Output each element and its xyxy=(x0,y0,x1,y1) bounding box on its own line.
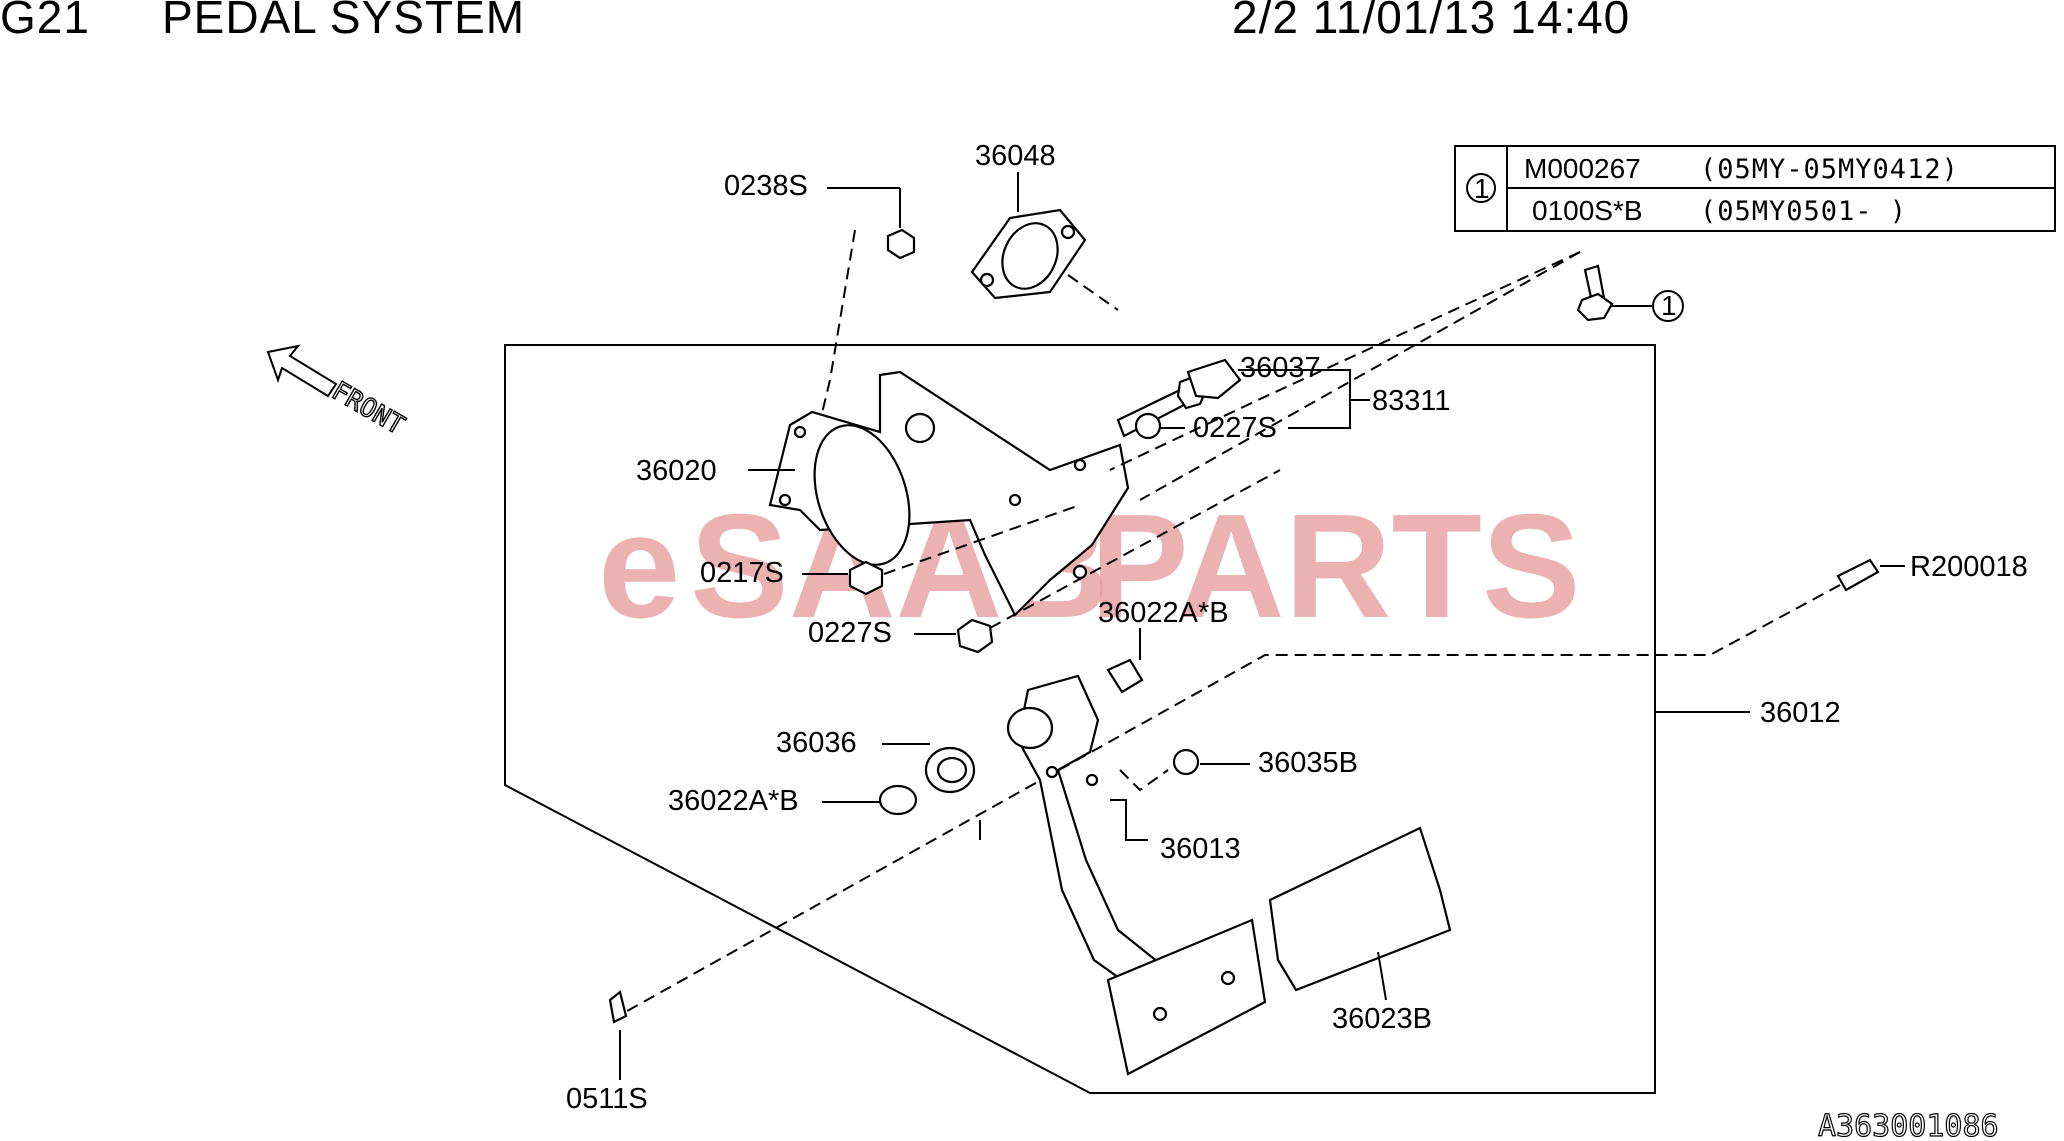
image-id: A363001086 xyxy=(1818,1109,1999,1141)
section-title: PEDAL SYSTEM xyxy=(162,0,526,43)
bolt-ref-1 xyxy=(1576,264,1614,322)
callout-36023B: 36023B xyxy=(1332,1003,1432,1035)
callout-83311: 83311 xyxy=(1372,385,1451,417)
nut-0227S-lower xyxy=(956,618,994,654)
callout-ref-1: 1 xyxy=(1661,290,1677,321)
applicability-table: 1 M000267 (05MY-05MY0412) 0100S*B (05MY0… xyxy=(1454,145,2056,232)
front-label: FRONT xyxy=(327,376,410,441)
callout-36020: 36020 xyxy=(636,455,717,487)
assembly-outline xyxy=(504,344,1656,1094)
page-info: 2/2 11/01/13 14:40 xyxy=(1232,0,1631,43)
callout-0217S: 0217S xyxy=(700,557,784,589)
callout-36048: 36048 xyxy=(975,140,1056,172)
callout-R200018: R200018 xyxy=(1910,551,2028,583)
watermark-suffix: PARTS xyxy=(1090,484,1581,649)
callout-36035B: 36035B xyxy=(1258,747,1358,779)
callout-0511S: 0511S xyxy=(566,1083,648,1115)
switch-83311 xyxy=(1186,358,1242,400)
callout-36037: 36037 xyxy=(1240,352,1321,384)
ref-circle-icon xyxy=(1652,290,1684,322)
flange-36048 xyxy=(970,208,1087,300)
nut-0227S-upper xyxy=(1134,412,1162,440)
callout-36012: 36012 xyxy=(1760,697,1841,729)
bushing-36022AB-lower xyxy=(878,784,918,816)
spring-36036 xyxy=(924,746,976,794)
clip-0511S xyxy=(608,990,628,1024)
callout-0227S-upper: 0227S xyxy=(1193,412,1277,444)
ref-circle-icon xyxy=(1466,173,1496,203)
pedal-pad-36023B xyxy=(1106,826,1452,1076)
front-arrow-icon: FRONT xyxy=(266,344,410,442)
callout-36022AB-upper: 36022A*B xyxy=(1098,597,1229,629)
table-row-part: M000267 xyxy=(1524,153,1641,184)
bushing-36022AB-upper xyxy=(1106,658,1144,694)
section-code: G21 xyxy=(0,0,90,43)
table-row-part: 0100S*B xyxy=(1532,195,1643,226)
stopper-36035B xyxy=(1172,748,1200,776)
callout-0227S-lower: 0227S xyxy=(808,617,892,649)
table-ref-marker: 1 xyxy=(1474,173,1490,204)
callout-0238S: 0238S xyxy=(724,170,808,202)
bracket-36020 xyxy=(768,370,1130,617)
pedal-arm-36013 xyxy=(1006,674,1170,1002)
callout-36022AB-lower: 36022A*B xyxy=(668,785,799,817)
nut-0217S xyxy=(848,560,884,596)
callout-36036: 36036 xyxy=(776,727,857,759)
nut-0238S xyxy=(886,228,916,260)
table-row-range: (05MY-05MY0412) xyxy=(1700,154,1959,185)
callout-36013: 36013 xyxy=(1160,833,1241,865)
watermark-prefix: e xyxy=(598,484,680,649)
pin-R200018 xyxy=(1836,558,1880,592)
table-row-range: (05MY0501- ) xyxy=(1700,196,1907,227)
